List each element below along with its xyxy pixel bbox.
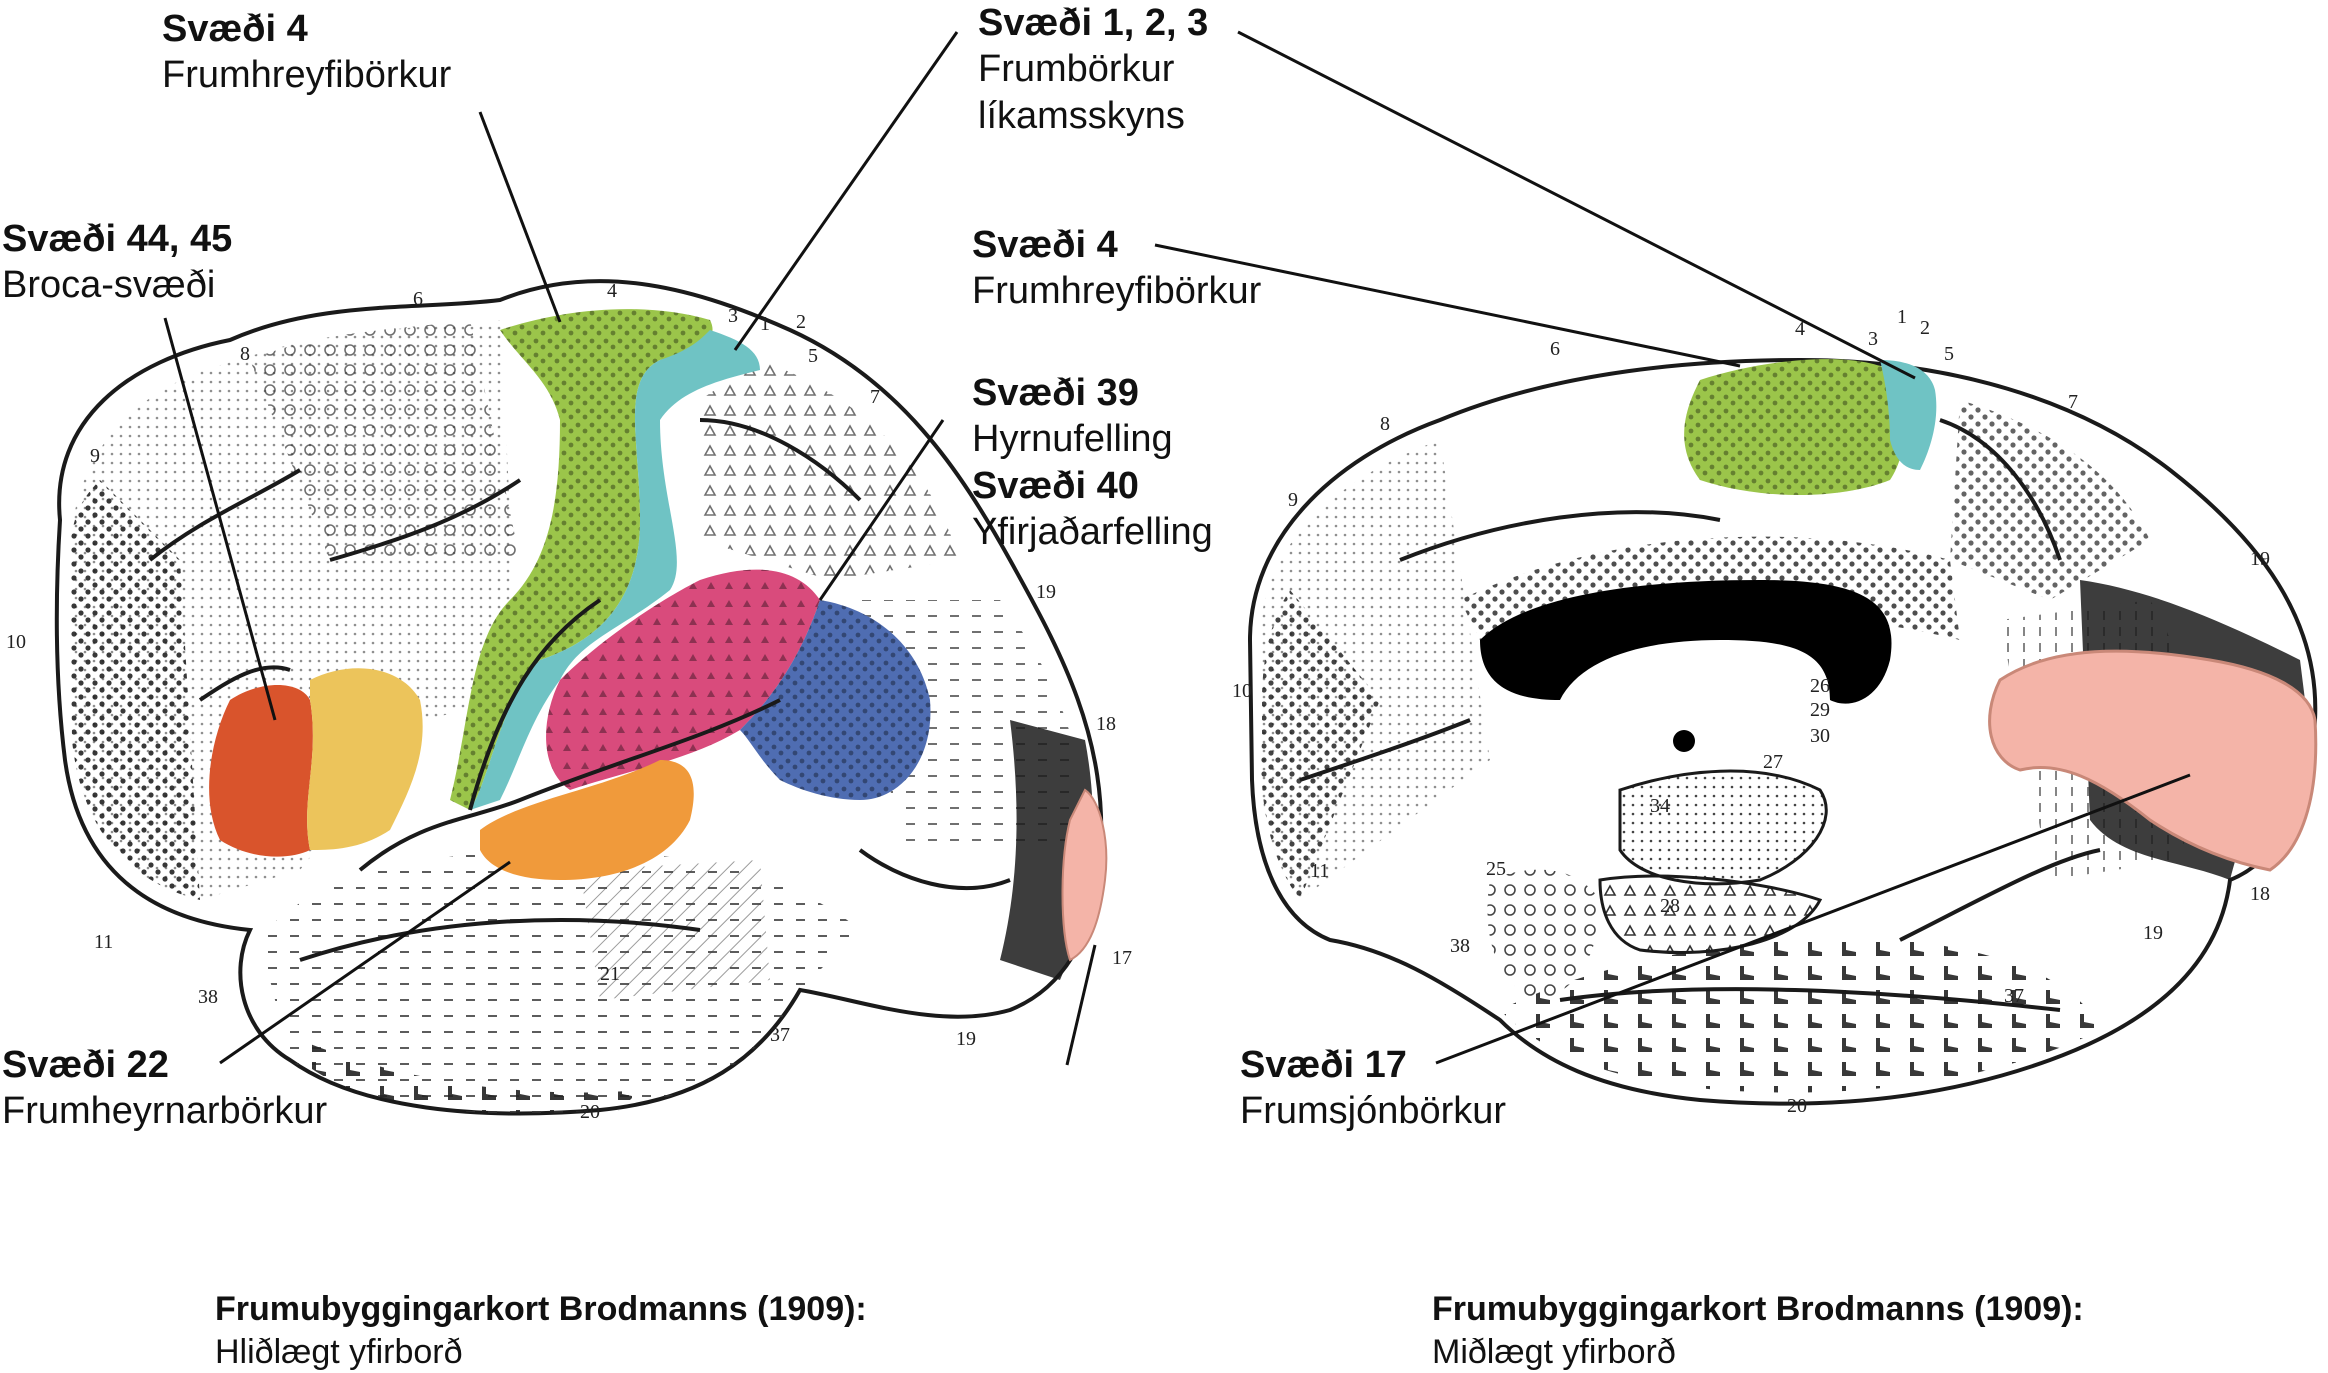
label-title: Svæði 4 <box>162 6 451 52</box>
caption-medial: Frumubyggingarkort Brodmanns (1909): Mið… <box>1432 1288 2084 1373</box>
lat-num: 19 <box>1036 581 1056 603</box>
med-num: 19 <box>2250 548 2270 570</box>
pointer-area123-medial <box>1238 32 1915 378</box>
label-subtitle: Frumhreyfibörkur <box>162 52 451 98</box>
lat-num: 21 <box>600 963 620 985</box>
lat-num: 7 <box>870 386 880 408</box>
med-num: 10 <box>1232 680 1252 702</box>
caption-title: Frumubyggingarkort Brodmanns (1909): <box>1432 1288 2084 1331</box>
pointer-area17-lateral <box>1067 945 1095 1065</box>
label-title: Svæði 40 <box>972 463 1213 509</box>
caption-subtitle: Hliðlægt yfirborð <box>215 1331 867 1373</box>
caption-subtitle: Miðlægt yfirborð <box>1432 1331 2084 1373</box>
label-title: Svæði 44, 45 <box>2 216 232 262</box>
med-num: 27 <box>1763 751 1783 773</box>
lat-num: 9 <box>90 445 100 467</box>
label-title: Svæði 17 <box>1240 1042 1506 1088</box>
label-title: Svæði 1, 2, 3 <box>978 0 1208 46</box>
caption-lateral: Frumubyggingarkort Brodmanns (1909): Hli… <box>215 1288 867 1373</box>
med-num: 38 <box>1450 935 1470 957</box>
lat-num: 18 <box>1096 713 1116 735</box>
label-area22: Svæði 22 Frumheyrnarbörkur <box>2 1042 327 1135</box>
med-num: 7 <box>2068 391 2078 413</box>
lat-num: 20 <box>580 1101 600 1123</box>
med-num: 5 <box>1944 343 1954 365</box>
lat-num: 2 <box>796 311 806 333</box>
med-num: 29 <box>1810 699 1830 721</box>
med-num: 11 <box>1310 860 1329 882</box>
lat-num: 10 <box>6 631 26 653</box>
med-num: 28 <box>1660 895 1680 917</box>
med-num: 8 <box>1380 413 1390 435</box>
label-area4445: Svæði 44, 45 Broca-svæði <box>2 216 232 309</box>
med-num: 18 <box>2250 883 2270 905</box>
label-title: Svæði 4 <box>972 222 1261 268</box>
med-num: 3 <box>1868 328 1878 350</box>
med-num: 26 <box>1810 675 1830 697</box>
pointer-lat-area4 <box>480 112 560 322</box>
label-area123: Svæði 1, 2, 3 Frumbörkur líkamsskyns <box>978 0 1208 139</box>
medial-brain <box>1250 359 2316 1104</box>
label-area40: Svæði 40 Yfirjaðarfelling <box>972 463 1213 556</box>
med-num: 37 <box>2004 985 2024 1007</box>
med-num: 20 <box>1787 1095 1807 1117</box>
anterior-commissure <box>1673 730 1695 752</box>
label-subtitle: Yfirjaðarfelling <box>972 509 1213 555</box>
med-num: 30 <box>1810 725 1830 747</box>
label-subtitle: Frumbörkur <box>978 46 1208 92</box>
lat-num: 17 <box>1112 947 1132 969</box>
caption-title: Frumubyggingarkort Brodmanns (1909): <box>215 1288 867 1331</box>
med-num: 19 <box>2143 922 2163 944</box>
lat-num: 1 <box>760 313 770 335</box>
label-area39: Svæði 39 Hyrnufelling <box>972 370 1173 463</box>
lat-num: 5 <box>808 345 818 367</box>
label-subtitle: Hyrnufelling <box>972 416 1173 462</box>
lat-num: 19 <box>956 1028 976 1050</box>
lat-num: 37 <box>770 1024 790 1046</box>
med-num: 2 <box>1920 317 1930 339</box>
medial-area4-dots <box>1684 359 1905 495</box>
label-title: Svæði 39 <box>972 370 1173 416</box>
label-medial-area4: Svæði 4 Frumhreyfibörkur <box>972 222 1261 315</box>
label-subtitle: Frumheyrnarbörkur <box>2 1088 327 1134</box>
label-title: Svæði 22 <box>2 1042 327 1088</box>
lat-num: 3 <box>728 305 738 327</box>
label-subtitle: Frumhreyfibörkur <box>972 268 1261 314</box>
lat-num: 6 <box>413 288 423 310</box>
med-num: 25 <box>1486 858 1506 880</box>
label-subtitle: líkamsskyns <box>978 93 1208 139</box>
label-lateral-area4: Svæði 4 Frumhreyfibörkur <box>162 6 451 99</box>
label-subtitle: Frumsjónbörkur <box>1240 1088 1506 1134</box>
lat-num: 4 <box>607 280 617 302</box>
med-num: 1 <box>1897 306 1907 328</box>
med-num: 4 <box>1795 318 1805 340</box>
med-num: 9 <box>1288 489 1298 511</box>
med-num: 6 <box>1550 338 1560 360</box>
med-num: 34 <box>1650 795 1670 817</box>
lat-num: 38 <box>198 986 218 1008</box>
pointer-area123-lateral <box>735 32 957 350</box>
label-subtitle: Broca-svæði <box>2 262 232 308</box>
lat-num: 11 <box>94 931 113 953</box>
label-area17: Svæði 17 Frumsjónbörkur <box>1240 1042 1506 1135</box>
lat-num: 8 <box>240 343 250 365</box>
